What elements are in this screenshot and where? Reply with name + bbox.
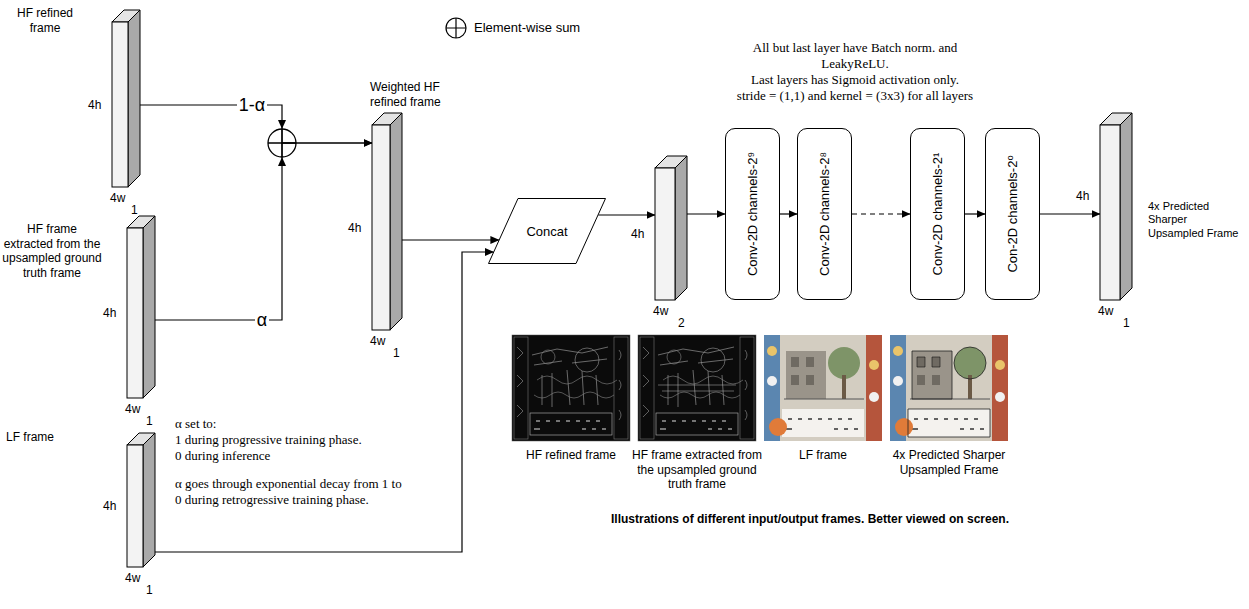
illustration-shape: [638, 335, 756, 441]
connector-arrow: [687, 213, 725, 214]
annotation-text: 4x Predicted Sharper Upsampled Frame: [884, 448, 1014, 477]
edge-label: α: [255, 310, 269, 331]
slab-side-face: [675, 156, 687, 300]
dimension-label: 4w: [1098, 304, 1113, 319]
dimension-label: 1: [131, 203, 138, 218]
slab-side-face: [128, 10, 140, 187]
parallelogram-outline: [489, 199, 606, 264]
frame-tensor: 4h4w2: [655, 156, 687, 300]
illustration-shape: [917, 357, 940, 367]
conv-layer-box: Conv-2D channels-2¹: [910, 128, 965, 300]
connector-arrow: [780, 213, 797, 214]
frame-tensor: 4x Predicted Sharper Upsampled Frame4h4w…: [1100, 113, 1132, 300]
annotation-text: 1 during progressive training phase.: [175, 432, 362, 448]
annotation-text: LF frame: [764, 448, 882, 463]
illustration-shape: [764, 335, 882, 441]
frame-label: HF frame extracted from the upsampled gr…: [2, 222, 102, 281]
tensor-slab-shape: [655, 156, 687, 300]
connector-arrow: [155, 252, 494, 552]
hf-groundtruth-illustration: [638, 335, 756, 441]
slab-side-face: [143, 433, 155, 567]
tensor-slab-shape: [1100, 113, 1132, 300]
hf-refined-illustration: [512, 335, 630, 441]
dimension-label: 4w: [110, 191, 125, 206]
conv-layer-box: Con-2D channels-2⁰: [985, 128, 1040, 300]
connector-arrow: [852, 213, 910, 214]
connector-arrow: [965, 213, 985, 214]
frame-tensor: LF frame4h4w1: [127, 433, 155, 567]
slab-front-face: [1100, 125, 1120, 300]
tensor-slab-shape: [112, 10, 140, 187]
connector-arrow: [598, 214, 655, 215]
dimension-label: 4h: [88, 98, 101, 113]
dimension-label: 4h: [103, 499, 116, 514]
annotation-text: Last layers has Sigmoid activation only.: [655, 72, 1055, 88]
annotation-text: α goes through exponential decay from 1 …: [175, 476, 409, 508]
annotation-text: HF frame extracted from the upsampled gr…: [631, 448, 763, 492]
layer-label: Conv-2D channels-2⁹: [745, 136, 761, 292]
slab-side-face: [143, 216, 155, 398]
figure-caption: Illustrations of different input/output …: [530, 512, 1090, 527]
frame-label: Weighted HF refined frame: [370, 80, 448, 109]
dimension-label: 1: [1123, 316, 1130, 331]
dimension-label: 1: [146, 414, 153, 429]
slab-side-face: [1120, 113, 1132, 300]
dimension-label: 4w: [125, 571, 140, 586]
frame-tensor: HF refined frame4h4w1: [112, 10, 140, 187]
dimension-label: 4h: [631, 227, 644, 242]
conv-layer-box: Conv-2D channels-2⁸: [797, 128, 852, 300]
frame-label: LF frame: [6, 430, 76, 445]
connector-arrow: [402, 239, 499, 240]
illustration-shape: [658, 385, 736, 391]
lf-illustration: [764, 335, 882, 441]
slab-front-face: [655, 168, 675, 300]
dimension-label: 2: [678, 316, 685, 331]
dimension-label: 4w: [125, 402, 140, 417]
layer-label: Conv-2D channels-2¹: [930, 136, 946, 292]
tensor-slab-shape: [127, 216, 155, 398]
frame-label: 4x Predicted Sharper Upsampled Frame: [1148, 200, 1244, 240]
sum-symbol: [446, 18, 466, 38]
tensor-slab-shape: [372, 113, 402, 330]
concat-block: Concat: [488, 198, 606, 264]
connector-arrow: [1040, 213, 1100, 214]
edge-label: 1-α: [237, 95, 267, 116]
annotation-text: stride = (1,1) and kernel = (3x3) for al…: [655, 88, 1055, 104]
annotation-text: HF refined frame: [512, 448, 630, 463]
tensor-slab-shape: [127, 433, 155, 567]
dimension-label: 4h: [348, 221, 361, 236]
dimension-label: 1: [393, 346, 400, 361]
frame-label: HF refined frame: [12, 6, 78, 35]
annotation-text: α set to:: [175, 416, 216, 432]
dimension-label: 4w: [653, 304, 668, 319]
predicted-illustration: [890, 335, 1008, 441]
conv-layer-box: Conv-2D channels-2⁹: [725, 128, 780, 300]
illustration-shape: [512, 335, 630, 441]
layer-label: Con-2D channels-2⁰: [1005, 136, 1021, 292]
dimension-label: 1: [146, 583, 153, 598]
slab-front-face: [112, 22, 128, 187]
layer-label: Conv-2D channels-2⁸: [817, 136, 833, 292]
illustration-shape: [446, 18, 466, 38]
slab-front-face: [127, 228, 143, 398]
block-label: Concat: [526, 224, 567, 239]
legend-text: Element-wise sum: [474, 20, 580, 36]
connector-arrow: [155, 143, 372, 320]
dimension-label: 4h: [103, 306, 116, 321]
slab-side-face: [390, 113, 402, 330]
annotation-text: All but last layer have Batch norm. and …: [735, 40, 975, 72]
dimension-label: 4w: [370, 334, 385, 349]
slab-front-face: [127, 445, 143, 567]
frame-tensor: Weighted HF refined frame4h4w1: [372, 113, 402, 330]
slab-front-face: [372, 125, 390, 330]
illustration-shape: [890, 335, 1008, 441]
illustration-shape: [908, 347, 990, 437]
annotation-text: 0 during inference: [175, 448, 270, 464]
frame-tensor: HF frame extracted from the upsampled gr…: [127, 216, 155, 398]
illustration-shape: [446, 18, 466, 38]
dimension-label: 4h: [1076, 189, 1089, 204]
